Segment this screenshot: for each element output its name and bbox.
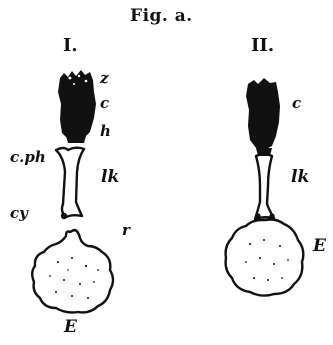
panel1-numeral: I. bbox=[63, 37, 78, 55]
panel1-label-h: h bbox=[100, 124, 111, 139]
panel1-egg bbox=[32, 230, 113, 313]
panel1-label-c: c bbox=[100, 96, 109, 111]
panel1-basal-node bbox=[61, 213, 67, 219]
panel1-column bbox=[56, 148, 84, 217]
figure-title: Fig. a. bbox=[130, 8, 193, 25]
panel2-label-c: c bbox=[292, 96, 301, 111]
panel1-label-lk: lk bbox=[101, 169, 119, 186]
panel1-egg-dots bbox=[49, 257, 99, 299]
panel1-label-cy: cy bbox=[10, 206, 28, 221]
panel2-egg-dots bbox=[245, 239, 289, 281]
panel1-label-cph: c.ph bbox=[10, 150, 46, 165]
panel1-label-r: r bbox=[122, 223, 130, 238]
panel2-column bbox=[255, 154, 274, 219]
panel1-neck bbox=[66, 136, 86, 143]
panel2-egg bbox=[226, 220, 304, 296]
panel2-label-E: E bbox=[313, 238, 326, 255]
panel1-label-E: E bbox=[64, 319, 77, 336]
panel2-basal-node-right bbox=[269, 213, 274, 218]
panel2-basal-node-left bbox=[255, 213, 260, 218]
panel1-label-z: z bbox=[100, 71, 109, 86]
panel2-numeral: II. bbox=[251, 37, 274, 55]
panel2-label-lk: lk bbox=[291, 169, 309, 186]
panel2-head bbox=[246, 78, 280, 150]
panel1-head bbox=[58, 70, 96, 141]
